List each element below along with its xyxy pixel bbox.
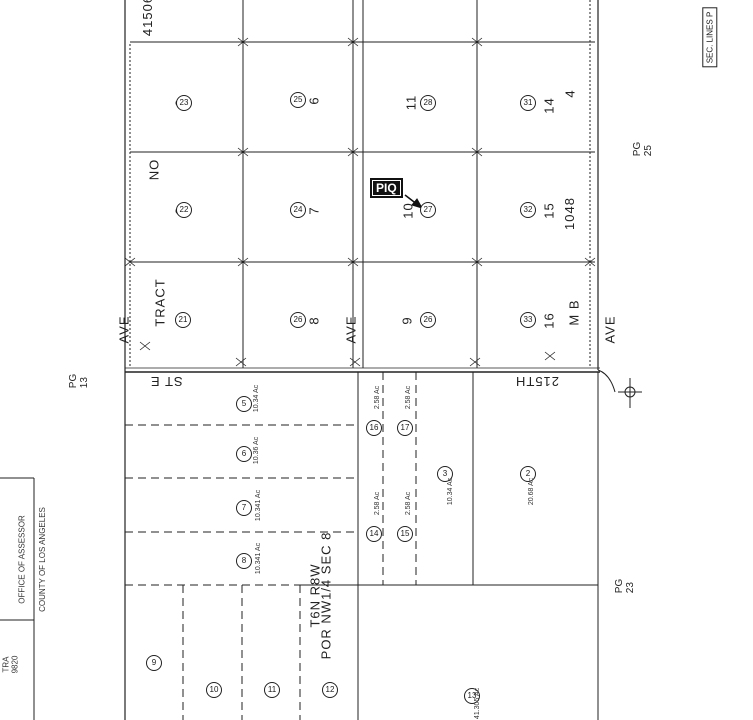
acreage-label: 10.36 Ac [253,436,261,465]
lower-dashed-lines [125,372,417,720]
township-range-label: T6N R8W [307,563,323,628]
parcel-number-circle: 22 [176,202,192,218]
parcel-number-circle: 14 [366,526,382,542]
parcel-number-circle: 7 [236,500,252,516]
page-ref-left: PG 13 [68,373,91,389]
parcel-number-circle: 10 [206,682,222,698]
parcel-number-circle: 12 [322,682,338,698]
parcel-number-circle: 2 [520,466,536,482]
parcel-number-circle: 13 [464,688,480,704]
tra-label: TRA [1,656,11,673]
acreage-label: 20.68 Ac [528,477,536,506]
avenue-label-center: AVE [343,315,359,344]
acreage-label: 10.341 Ac [255,542,263,575]
parcel-number-circle: 28 [420,95,436,111]
book-page-number: 41506 [140,0,156,37]
tra-number: 9820 [10,655,20,674]
tract-number: 1048 [561,197,577,230]
parcel-number-circle: 5 [236,396,252,412]
lot-number: 15 [541,202,557,219]
lot-number: 11 [403,94,419,111]
acreage-label: 2.58 Ac [374,491,382,516]
parcel-number-circle: 21 [175,312,191,328]
office-line-2: COUNTY OF LOS ANGELES [37,507,47,612]
parcel-number-circle: 32 [520,202,536,218]
parcel-number-circle: 15 [397,526,413,542]
acreage-label: 2.58 Ac [405,385,413,410]
lot-number: 9 [399,316,415,325]
acreage-label: 10.341 Ac [255,489,263,522]
office-line-1: OFFICE OF ASSESSOR [17,515,27,604]
lot-number: 7 [306,206,322,215]
avenue-label-left: AVE [116,315,132,344]
page-ref-right-top: PG 25 [632,141,655,157]
parcel-number-circle: 9 [146,655,162,671]
acreage-label: 2.58 Ac [374,385,382,410]
lot-number: 8 [306,316,322,325]
street-number-label: 215TH [515,374,560,389]
parcel-number-circle: 3 [437,466,453,482]
parcel-number-circle: 26 [290,312,306,328]
avenue-label-right: AVE [602,315,618,344]
parcel-number-circle: 17 [397,420,413,436]
lot-number: 10 [400,202,416,219]
page-ref-right-bottom: PG 23 [614,578,637,594]
section-corner-symbol [618,378,642,408]
map-book-label: M B [566,299,582,326]
acreage-label: 2.58 Ac [405,491,413,516]
acreage-label: 10.34 Ac [447,477,455,506]
sec-lines-box: SEC. LINES P [702,7,718,68]
lot-number: 6 [306,96,322,105]
lot-number: 16 [541,312,557,329]
lot-number: 14 [541,97,557,114]
street-label: ST E [150,374,183,389]
parcel-number-circle: 26 [420,312,436,328]
acreage-label: 41.305 Ac [474,687,482,720]
piq-arrow [404,194,424,209]
tract-no-label: NO [146,158,162,181]
parcel-number-circle: 25 [290,92,306,108]
parcel-number-circle: 23 [176,95,192,111]
tract-label: TRACT [152,278,168,327]
parcel-number-circle: 27 [420,202,436,218]
parcel-number-circle: 24 [290,202,306,218]
parcel-number-circle: 6 [236,446,252,462]
map-boundaries [124,0,616,720]
acreage-label: 10.34 Ac [253,384,261,413]
parcel-number-circle: 31 [520,95,536,111]
parcel-number-circle: 16 [366,420,382,436]
parcel-number-circle: 8 [236,553,252,569]
parcel-number-circle: 33 [520,312,536,328]
piq-marker: PIQ [370,178,403,198]
lot-number: 4 [562,89,578,98]
parcel-number-circle: 11 [264,682,280,698]
corner-ticks [124,37,596,367]
title-block-frame [0,477,35,720]
